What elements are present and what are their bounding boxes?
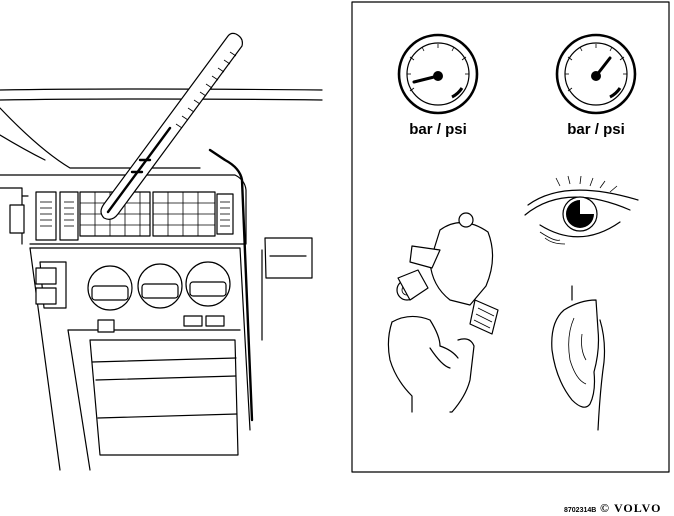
pressure-gauge-icon xyxy=(397,33,479,115)
footer-credit: 8702314B © VOLVO xyxy=(564,501,661,515)
gauge-label-left: bar / psi xyxy=(409,121,467,138)
climate-knob-center xyxy=(137,263,183,309)
air-vent-left xyxy=(9,191,79,241)
air-vent-center xyxy=(79,191,216,237)
diagram-code: 8702314B xyxy=(564,507,596,514)
climate-knob-left xyxy=(87,265,133,311)
climate-knob-right xyxy=(185,261,231,307)
hand-icon xyxy=(387,212,499,413)
center-console xyxy=(29,237,313,471)
volvo-logo: VOLVO xyxy=(614,501,661,515)
dashboard-illustration xyxy=(0,32,323,471)
air-vent-right xyxy=(216,193,234,235)
thermometer-icon xyxy=(100,32,243,220)
pressure-gauge-icon xyxy=(555,33,637,115)
inspection-panel xyxy=(351,1,670,473)
volvo-copyright-mark: © xyxy=(600,501,610,515)
eye-icon xyxy=(524,175,639,245)
gauge-label-right: bar / psi xyxy=(567,121,625,138)
ear-icon xyxy=(551,285,606,431)
